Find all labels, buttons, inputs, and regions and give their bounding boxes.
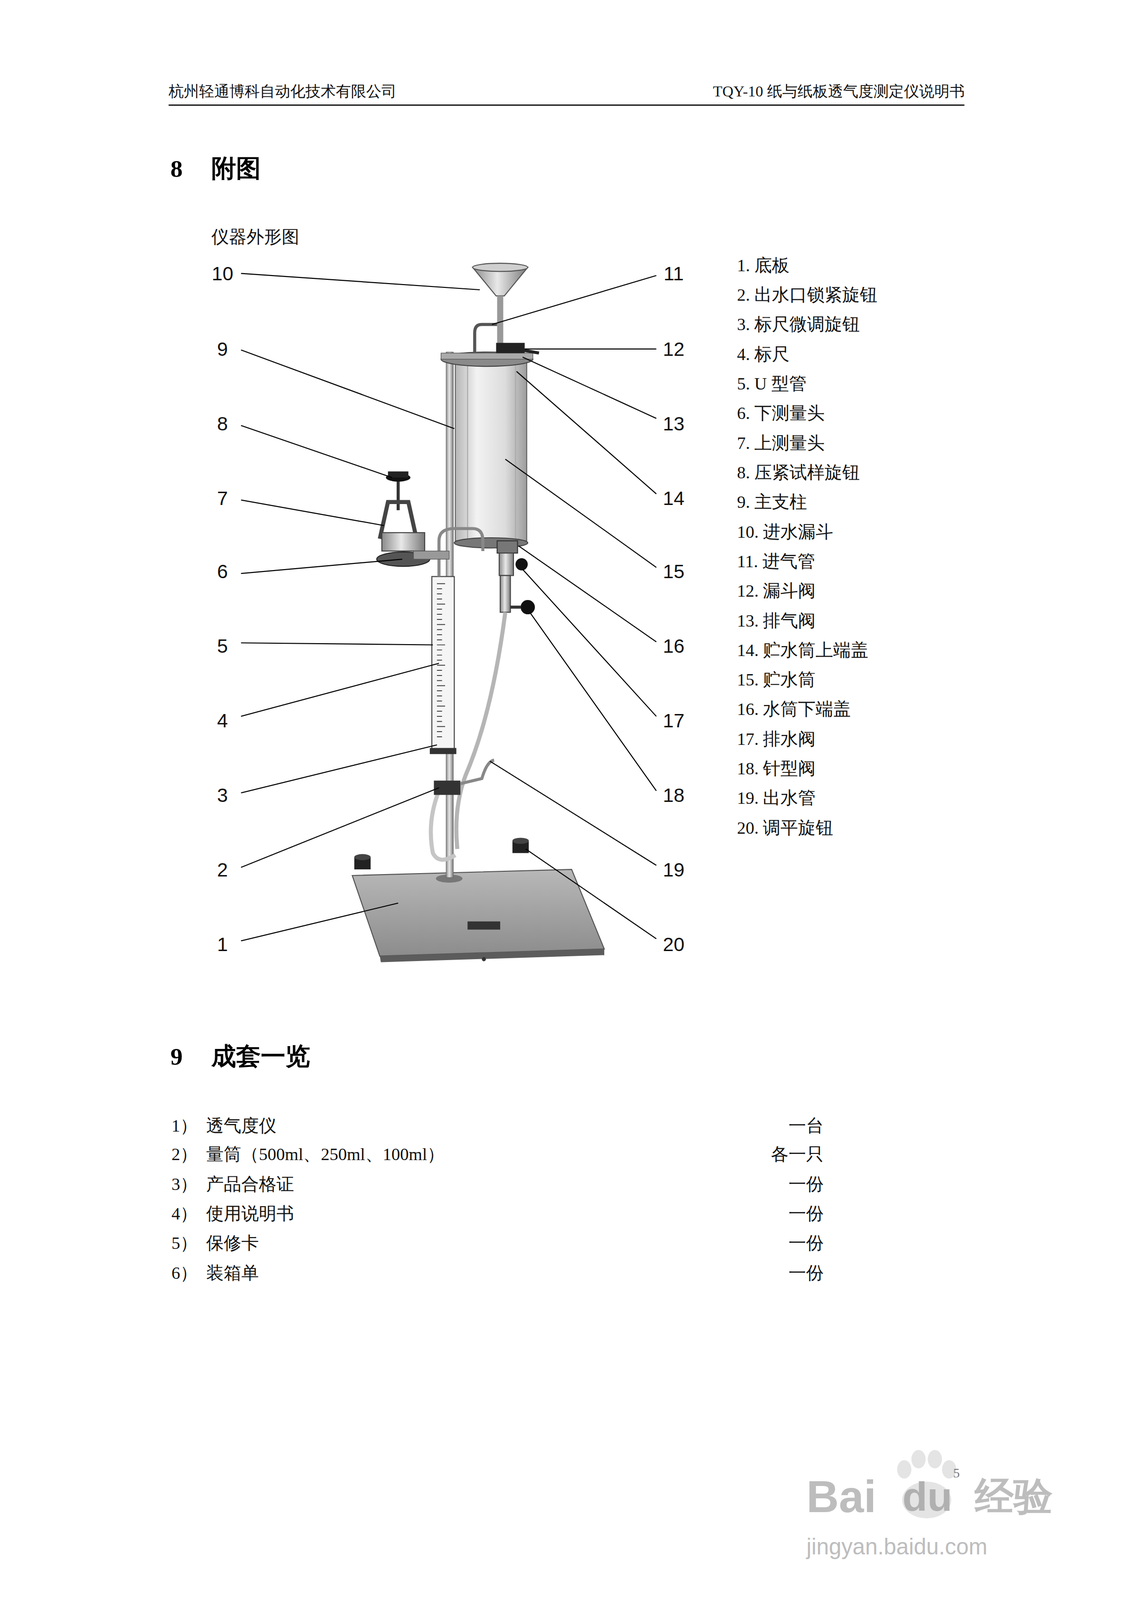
part-name: 16. 水筒下端盖 bbox=[737, 699, 852, 720]
callout-number: 19 bbox=[663, 858, 685, 881]
part-name: 15. 贮水筒 bbox=[737, 669, 817, 690]
table-quantity: 各一只 bbox=[770, 1144, 824, 1165]
part-name: 4. 标尺 bbox=[737, 344, 790, 365]
section-number: 8 bbox=[170, 154, 183, 183]
part-name: 9. 主支柱 bbox=[737, 492, 808, 513]
leveling-knob bbox=[354, 837, 529, 870]
callout-number: 4 bbox=[217, 709, 229, 732]
figure-title: 仪器外形图 bbox=[211, 227, 300, 248]
header-title: TQY-10 纸与纸板透气度测定仪说明书 bbox=[712, 83, 965, 101]
callout-number: 10 bbox=[211, 262, 234, 285]
section-heading: 成套一览 bbox=[211, 1042, 311, 1071]
watermark: jingyan.baidu.com bbox=[806, 1533, 988, 1559]
drain-valves bbox=[497, 540, 535, 615]
callout-number: 2 bbox=[217, 858, 229, 881]
header-rule bbox=[168, 104, 965, 106]
part-name: 8. 压紧试样旋钮 bbox=[737, 462, 861, 483]
part-name: 17. 排水阀 bbox=[737, 729, 817, 750]
table-item: 装箱单 bbox=[206, 1263, 259, 1284]
table-item: 保修卡 bbox=[206, 1233, 259, 1254]
watermark: 经验 bbox=[974, 1473, 1053, 1519]
part-name: 20. 调平旋钮 bbox=[737, 817, 834, 838]
part-name: 2. 出水口锁紧旋钮 bbox=[737, 285, 878, 305]
part-name: 14. 贮水筒上端盖 bbox=[737, 640, 869, 661]
callout-number: 20 bbox=[663, 932, 685, 956]
callout-number: 9 bbox=[217, 337, 229, 361]
funnel bbox=[472, 263, 540, 353]
callout-number: 17 bbox=[663, 709, 685, 732]
part-name: 10. 进水漏斗 bbox=[737, 522, 834, 542]
leader-lines bbox=[240, 273, 656, 941]
callout-number: 12 bbox=[663, 337, 685, 361]
part-name: 3. 标尺微调旋钮 bbox=[737, 314, 861, 335]
table-quantity: 一份 bbox=[788, 1174, 824, 1195]
callout-number: 7 bbox=[217, 486, 229, 510]
watermark: du bbox=[902, 1473, 953, 1521]
table-index: 4） bbox=[171, 1203, 198, 1224]
table-index: 1） bbox=[171, 1115, 198, 1136]
table-quantity: 一份 bbox=[788, 1203, 824, 1224]
callout-number: 15 bbox=[663, 560, 685, 583]
test-head bbox=[376, 471, 450, 567]
callout-number: 16 bbox=[663, 635, 685, 658]
table-index: 5） bbox=[171, 1233, 198, 1254]
reservoir bbox=[440, 351, 533, 548]
outflow-tube bbox=[430, 612, 506, 860]
part-name: 11. 进气管 bbox=[737, 551, 816, 572]
callout-number: 11 bbox=[663, 262, 684, 285]
table-index: 6） bbox=[171, 1263, 198, 1284]
part-name: 13. 排气阀 bbox=[737, 610, 817, 631]
section-heading: 附图 bbox=[211, 154, 261, 183]
page-number: 5 bbox=[953, 1465, 960, 1481]
table-item: 量筒（500ml、250ml、100ml） bbox=[206, 1144, 445, 1165]
table-index: 2） bbox=[171, 1144, 198, 1165]
callout-number: 3 bbox=[217, 784, 229, 807]
callout-number: 18 bbox=[663, 784, 685, 807]
table-index: 3） bbox=[171, 1174, 198, 1195]
table-quantity: 一份 bbox=[788, 1263, 824, 1284]
table-quantity: 一台 bbox=[788, 1115, 824, 1136]
part-name: 7. 上测量头 bbox=[737, 433, 826, 454]
callout-number: 1 bbox=[217, 932, 229, 956]
table-quantity: 一份 bbox=[788, 1233, 824, 1254]
callout-number: 5 bbox=[217, 635, 229, 658]
section-number: 9 bbox=[170, 1042, 183, 1071]
part-name: 6. 下测量头 bbox=[737, 403, 826, 424]
callout-number: 13 bbox=[663, 412, 685, 435]
callout-number: 8 bbox=[217, 412, 229, 435]
u-tube-scale bbox=[429, 528, 484, 755]
part-name: 1. 底板 bbox=[737, 255, 790, 276]
table-item: 产品合格证 bbox=[206, 1174, 295, 1195]
header-company: 杭州轻通博科自动化技术有限公司 bbox=[168, 83, 397, 101]
part-name: 18. 针型阀 bbox=[737, 758, 817, 779]
table-item: 透气度仪 bbox=[206, 1115, 277, 1136]
table-item: 使用说明书 bbox=[206, 1203, 295, 1224]
part-name: 12. 漏斗阀 bbox=[737, 580, 817, 601]
callout-number: 6 bbox=[217, 560, 229, 583]
part-name: 19. 出水管 bbox=[737, 788, 817, 808]
watermark: Bai bbox=[806, 1470, 877, 1523]
callout-number: 14 bbox=[663, 486, 685, 510]
part-name: 5. U 型管 bbox=[737, 373, 807, 394]
base-plate bbox=[352, 869, 605, 962]
